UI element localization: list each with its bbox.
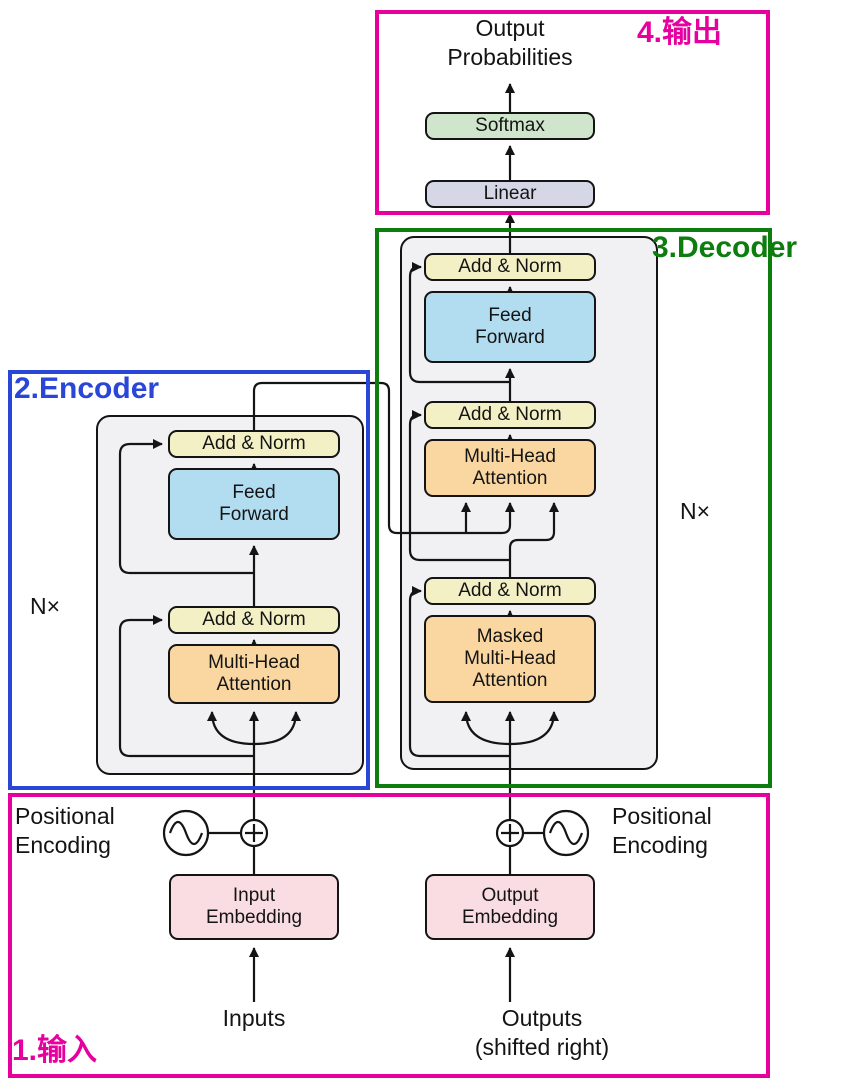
output-region-label: 4.输出 <box>637 16 723 49</box>
positional-encoding-left-symbol <box>162 809 269 857</box>
encoder-feed-forward: Feed Forward <box>168 468 340 540</box>
decoder-region-label: 3.Decoder <box>652 231 798 264</box>
decoder-add-norm-bottom: Add & Norm <box>424 577 596 605</box>
output-embedding-block: Output Embedding <box>425 874 595 940</box>
encoder-add-norm-bottom: Add & Norm <box>168 606 340 634</box>
positional-encoding-right-symbol <box>495 809 590 857</box>
softmax-block: Softmax <box>425 112 595 140</box>
encoder-flow-wires <box>118 381 515 819</box>
inputs-label: Inputs <box>222 1005 286 1031</box>
decoder-multi-head-attention: Multi-Head Attention <box>424 439 596 497</box>
linear-block: Linear <box>425 180 595 208</box>
input-flow-wires <box>249 847 515 1002</box>
outputs-label: Outputs (shifted right) <box>474 1005 610 1061</box>
encoder-add-norm-top: Add & Norm <box>168 430 340 458</box>
positional-encoding-label-right: Positional Encoding <box>612 803 712 859</box>
encoder-region-label: 2.Encoder <box>14 372 160 405</box>
decoder-flow-wires <box>408 262 559 819</box>
encoder-multi-head-attention: Multi-Head Attention <box>168 644 340 704</box>
decoder-add-norm-middle: Add & Norm <box>424 401 596 429</box>
input-region-label: 1.输入 <box>12 1034 98 1067</box>
input-embedding-block: Input Embedding <box>169 874 339 940</box>
n-times-label-decoder: N× <box>680 498 711 524</box>
n-times-label-encoder: N× <box>30 593 61 619</box>
decoder-add-norm-top: Add & Norm <box>424 253 596 281</box>
decoder-masked-multi-head-attention: Masked Multi-Head Attention <box>424 615 596 703</box>
output-probabilities-label: Output Probabilities <box>447 15 573 71</box>
decoder-feed-forward: Feed Forward <box>424 291 596 363</box>
positional-encoding-label-left: Positional Encoding <box>15 803 115 859</box>
